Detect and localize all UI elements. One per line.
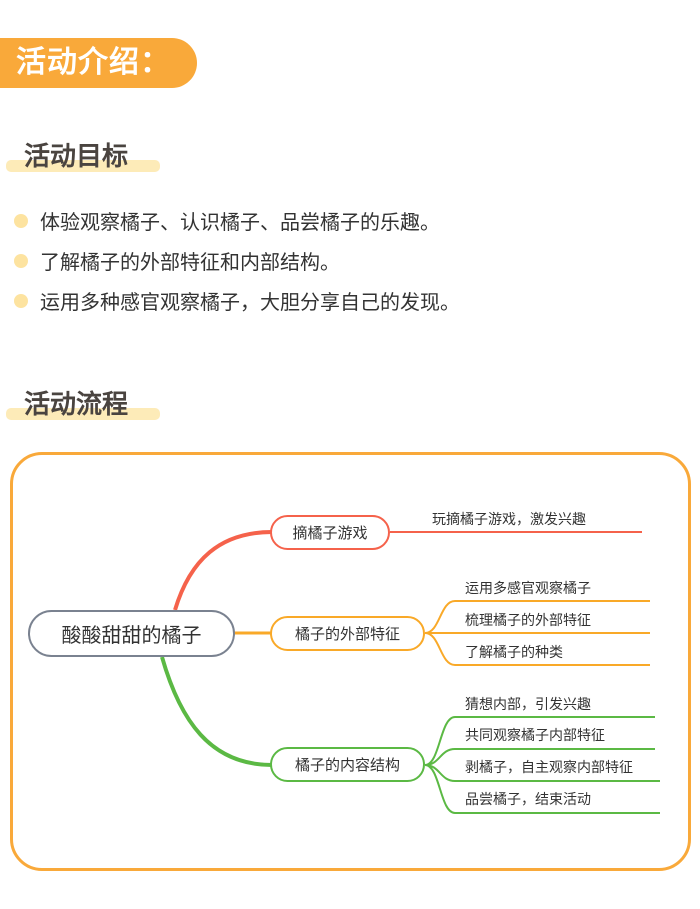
process-heading-text: 活动流程	[24, 390, 129, 420]
branch-node: 摘橘子游戏	[270, 515, 390, 550]
leaf-line	[424, 716, 660, 814]
mindmap-root: 酸酸甜甜的橘子	[28, 610, 235, 657]
leaf-node: 梳理橘子的外部特征	[465, 613, 591, 629]
goal-text: 了解橘子的外部特征和内部结构。	[40, 250, 340, 274]
leaf-line	[424, 600, 650, 666]
leaf-node: 猜想内部，引发兴趣	[465, 697, 591, 713]
mindmap-frame	[10, 452, 691, 871]
branch-node: 橘子的外部特征	[270, 616, 425, 651]
leaf-node: 了解橘子的种类	[465, 645, 563, 661]
goal-item: 体验观察橘子、认识橘子、品尝橘子的乐趣。	[14, 206, 440, 235]
process-heading: 活动流程	[6, 390, 160, 420]
section-banner: 活动介绍：	[0, 38, 197, 88]
leaf-node: 运用多感官观察橘子	[465, 581, 591, 597]
bullet-dot-icon	[14, 293, 28, 308]
bullet-dot-icon	[14, 253, 28, 268]
connector-red	[173, 530, 273, 611]
branch-node: 橘子的内容结构	[270, 747, 425, 782]
goals-heading: 活动目标	[6, 142, 160, 172]
leaf-node: 剥橘子，自主观察内部特征	[465, 760, 633, 776]
goal-item: 运用多种感官观察橘子，大胆分享自己的发现。	[14, 286, 460, 315]
leaf-node: 玩摘橘子游戏，激发兴趣	[432, 512, 586, 528]
goal-text: 运用多种感官观察橘子，大胆分享自己的发现。	[40, 290, 460, 314]
heading-highlight	[6, 160, 160, 172]
goals-heading-text: 活动目标	[24, 142, 129, 172]
leaf-node: 共同观察橘子内部特征	[465, 728, 605, 744]
connector-green	[160, 656, 273, 767]
heading-highlight	[6, 408, 160, 420]
leaf-node: 品尝橘子，结束活动	[465, 792, 591, 808]
bullet-dot-icon	[14, 213, 28, 228]
goal-item: 了解橘子的外部特征和内部结构。	[14, 246, 340, 275]
goal-text: 体验观察橘子、认识橘子、品尝橘子的乐趣。	[40, 210, 440, 234]
